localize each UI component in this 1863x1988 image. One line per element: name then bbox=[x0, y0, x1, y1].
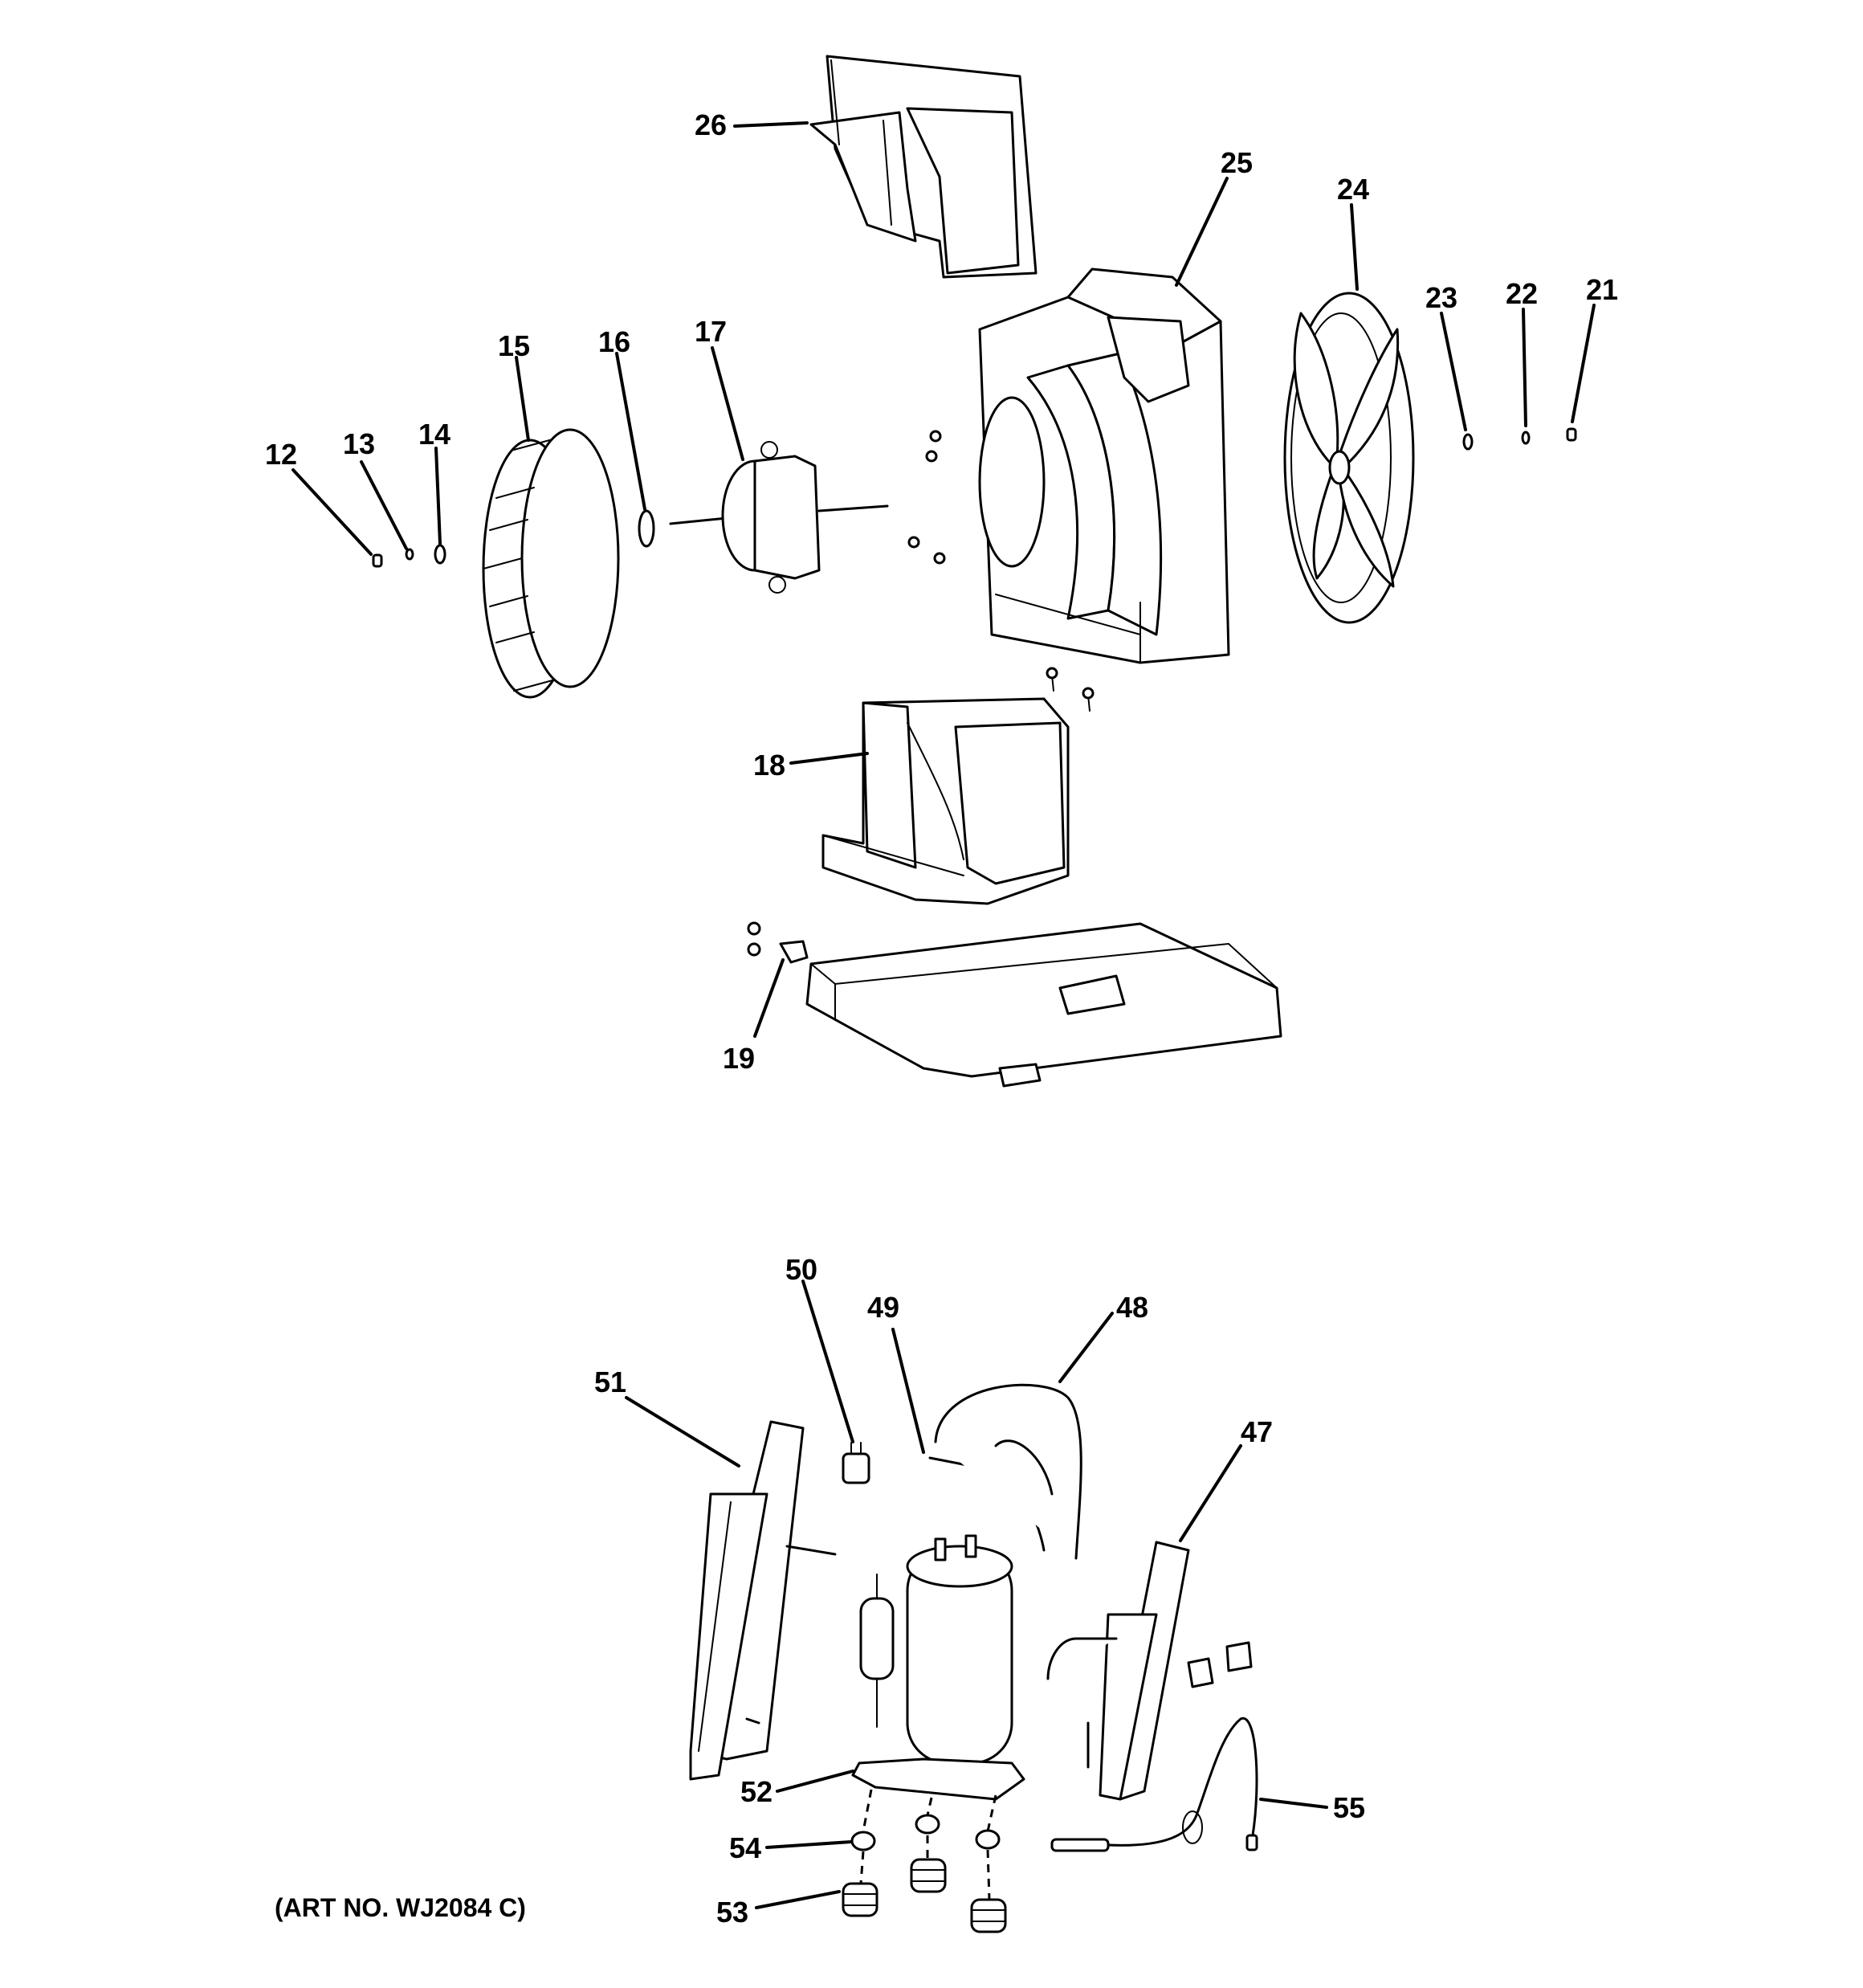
part-19-base-pan bbox=[747, 921, 1282, 1088]
part-55-sensor bbox=[1050, 1717, 1258, 1852]
label-25: 25 bbox=[1221, 146, 1253, 179]
label-55: 55 bbox=[1333, 1791, 1365, 1824]
label-49: 49 bbox=[867, 1291, 899, 1324]
label-15: 15 bbox=[498, 329, 530, 362]
part-18-evaporator-duct bbox=[821, 697, 1070, 905]
art-number: (ART NO. WJ2084 C) bbox=[275, 1893, 526, 1922]
mounting-guides bbox=[859, 1789, 997, 1900]
part-54-grommets bbox=[850, 1814, 1001, 1851]
label-26: 26 bbox=[695, 108, 727, 141]
part-13-washer bbox=[405, 548, 414, 561]
coil-clips bbox=[1187, 1641, 1253, 1688]
label-47: 47 bbox=[1241, 1415, 1273, 1448]
part-51-condenser-coil bbox=[689, 1420, 837, 1781]
label-48: 48 bbox=[1116, 1291, 1148, 1324]
part-24-fan-blade bbox=[1283, 292, 1415, 624]
part-47-evaporator-coil bbox=[1046, 1541, 1190, 1801]
label-54: 54 bbox=[729, 1831, 761, 1864]
part-53-mounts bbox=[842, 1858, 1007, 1933]
part-48-tube bbox=[934, 1383, 1082, 1560]
label-19: 19 bbox=[723, 1042, 755, 1075]
label-51: 51 bbox=[594, 1365, 626, 1398]
part-50-switch bbox=[842, 1442, 870, 1484]
part-22-washer bbox=[1521, 431, 1531, 445]
label-17: 17 bbox=[695, 315, 727, 348]
label-23: 23 bbox=[1425, 281, 1457, 314]
leader-lines bbox=[291, 121, 1596, 1909]
part-48-bend bbox=[994, 1439, 1054, 1496]
label-52: 52 bbox=[740, 1775, 773, 1808]
part-14-clamp bbox=[434, 544, 446, 565]
label-50: 50 bbox=[785, 1253, 817, 1286]
part-25-fan-shroud bbox=[978, 267, 1230, 664]
label-18: 18 bbox=[753, 749, 785, 782]
part-labels: 26 25 24 23 22 21 12 13 14 15 16 17 18 1… bbox=[265, 108, 1618, 1929]
screws-group bbox=[907, 430, 1095, 712]
label-12: 12 bbox=[265, 438, 297, 471]
label-14: 14 bbox=[418, 418, 450, 451]
label-21: 21 bbox=[1586, 273, 1618, 306]
part-17-fan-motor bbox=[669, 441, 889, 594]
part-16-ring bbox=[638, 509, 655, 548]
part-21-nut bbox=[1566, 427, 1577, 442]
label-24: 24 bbox=[1337, 173, 1369, 206]
part-52-compressor bbox=[851, 1534, 1025, 1801]
part-12-nut bbox=[372, 553, 383, 568]
part-23-clip bbox=[1462, 433, 1474, 451]
label-16: 16 bbox=[598, 325, 630, 358]
part-26-duct bbox=[809, 55, 1037, 279]
label-22: 22 bbox=[1506, 277, 1538, 310]
part-15-blower-wheel bbox=[482, 428, 620, 699]
label-53: 53 bbox=[716, 1896, 748, 1929]
label-13: 13 bbox=[343, 427, 375, 460]
